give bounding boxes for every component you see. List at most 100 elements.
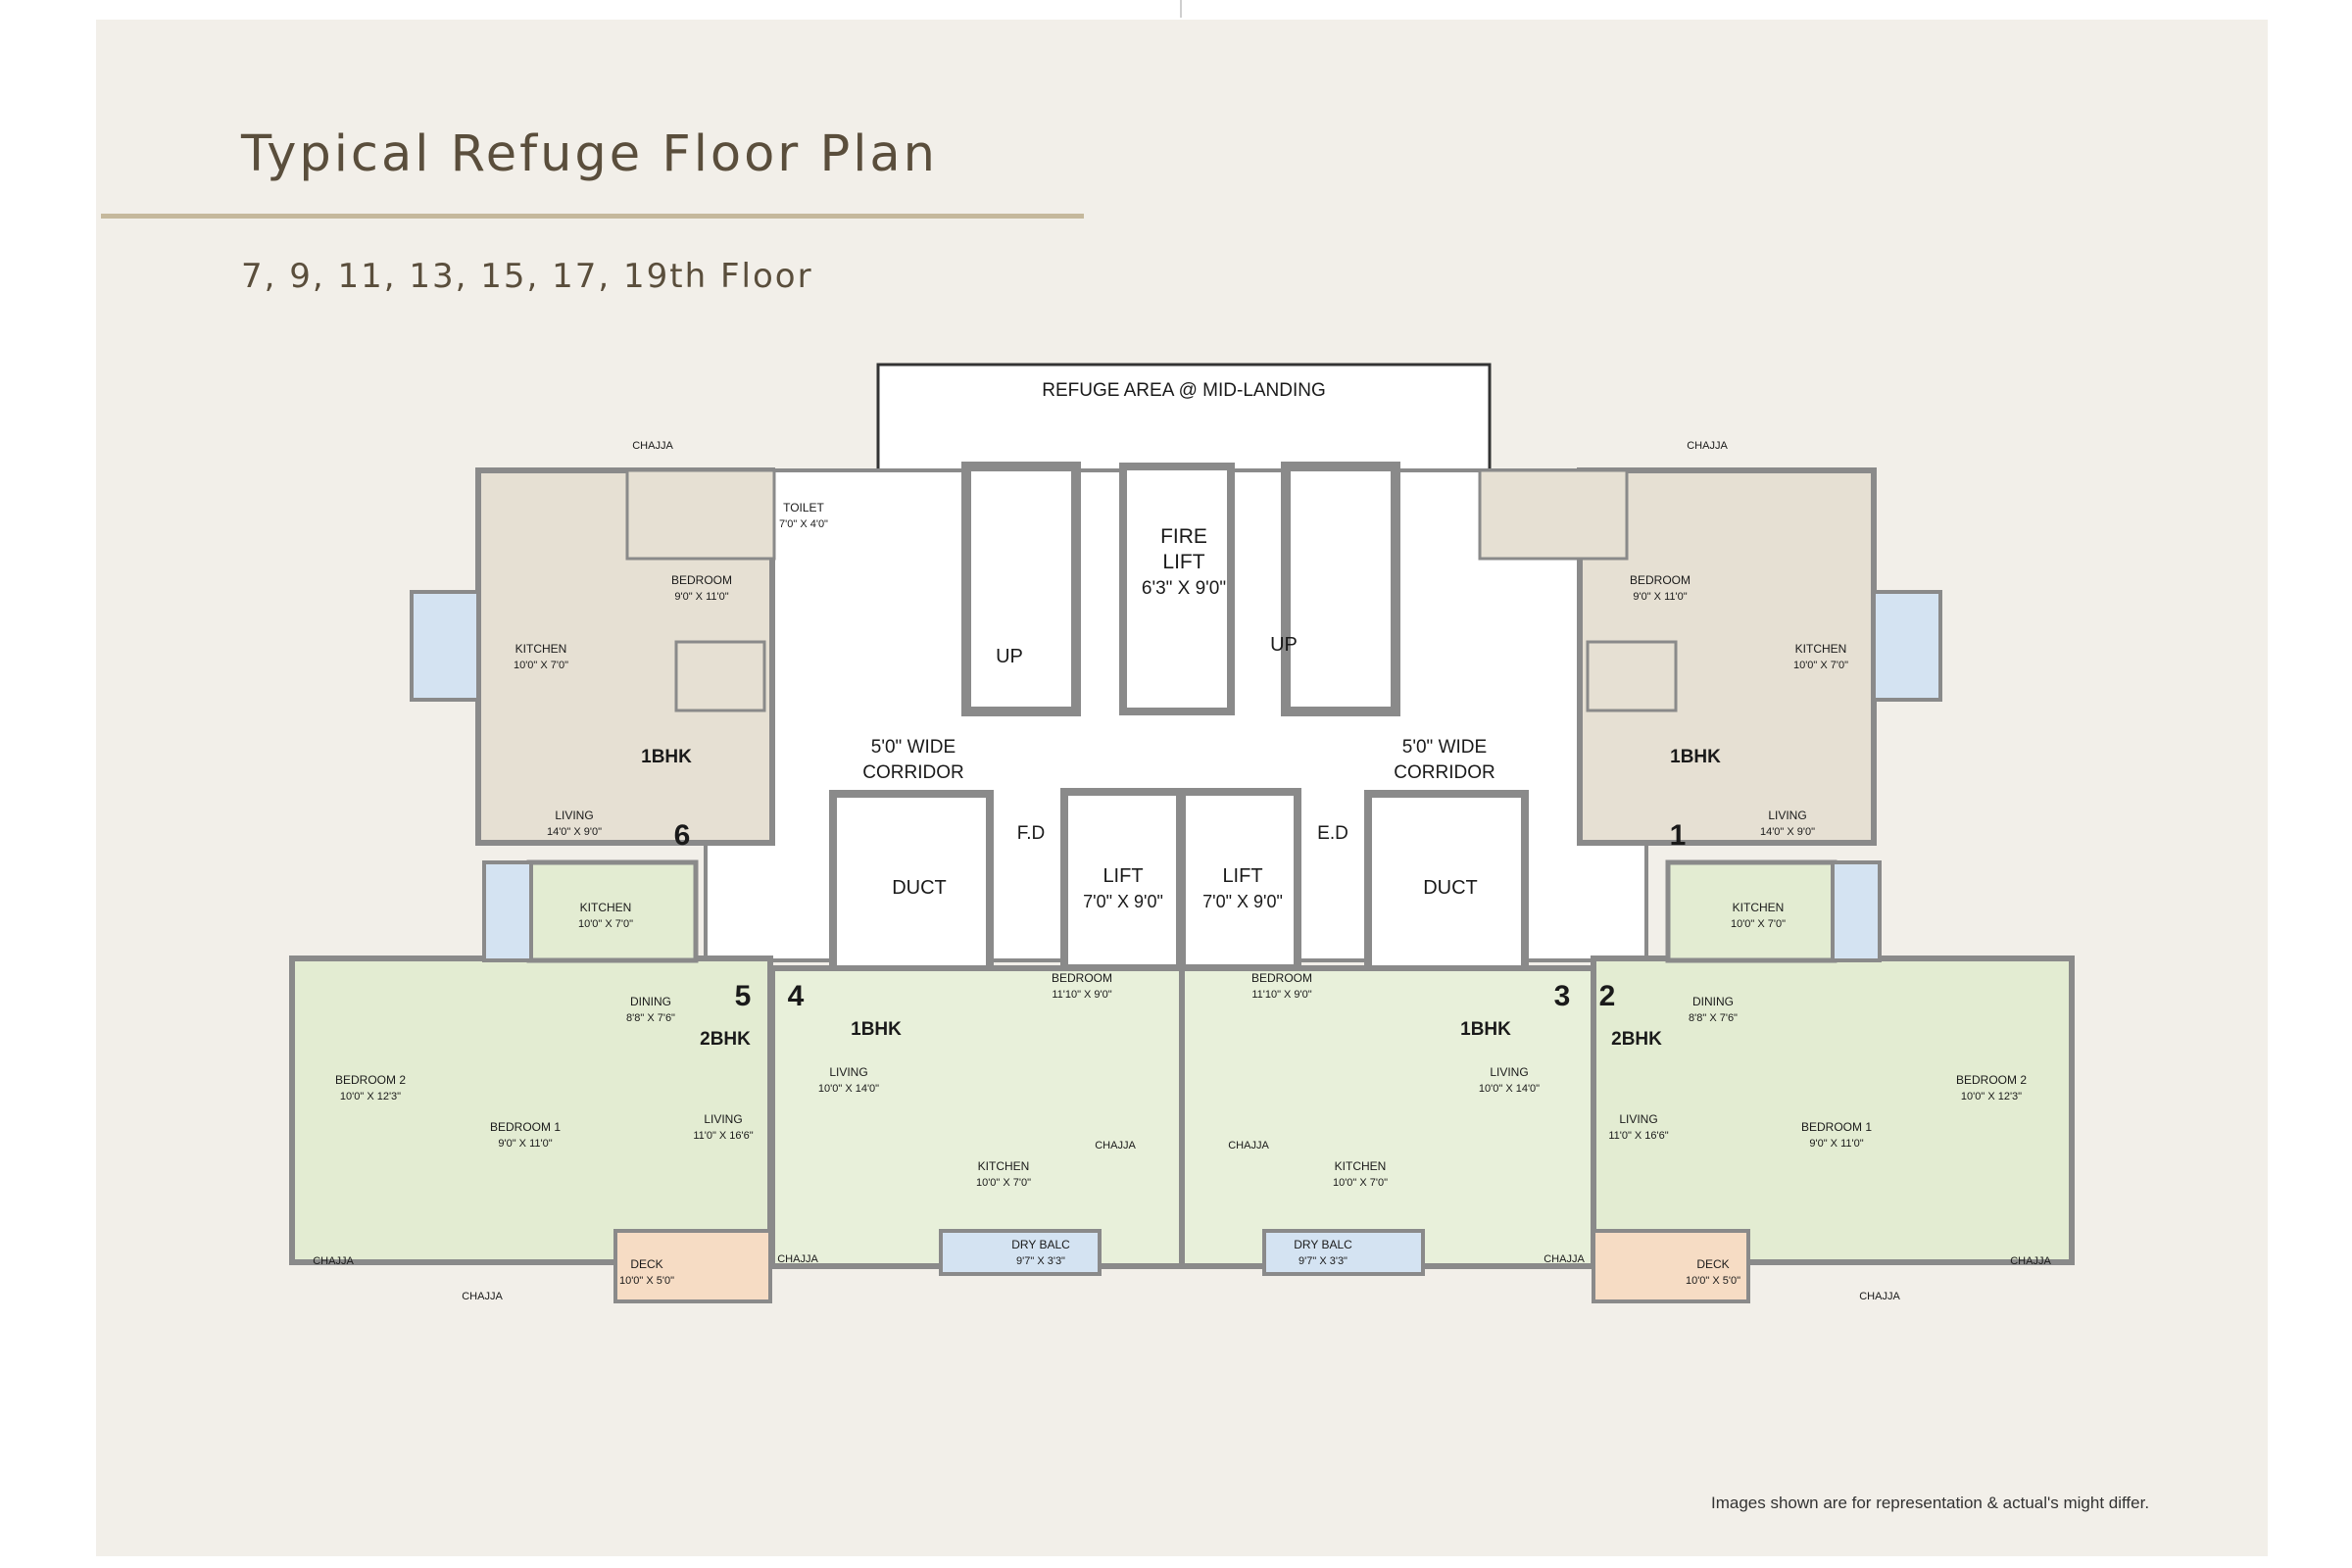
representation-disclaimer: Images shown are for representation & ac… [1711,1494,2150,1512]
room-kitchen-u1-size: 10'0" X 7'0" [1793,660,1848,671]
room-kitchen-u3-size: 10'0" X 7'0" [1333,1177,1388,1189]
unit-4-type: 1BHK [851,1019,902,1040]
room-toilet-u6-size: 7'0" X 4'0" [779,518,828,530]
room-bedroom2-u2-size: 10'0" X 12'3" [1961,1091,2022,1102]
room-living-u4-size: 10'0" X 14'0" [818,1083,879,1095]
unit-6 [410,467,776,846]
unit-1-type: 1BHK [1670,747,1721,767]
lift-right-size: 7'0" X 9'0" [1202,892,1283,911]
room-dining-u5-size: 8'8" X 7'6" [626,1012,675,1024]
fire-lift-label: FIRE [1160,525,1207,548]
unit-number-2: 2 [1599,980,1616,1012]
unit-number-5: 5 [735,980,752,1012]
room-living-u3: LIVING [1490,1065,1528,1079]
stair-up-left: UP [996,646,1023,667]
corridor-right-width: 5'0" WIDE [1402,737,1487,758]
room-kitchen-u2-size: 10'0" X 7'0" [1731,918,1786,930]
lift-right-label: LIFT [1222,865,1262,887]
unit-number-6: 6 [674,819,691,852]
page-title: Typical Refuge Floor Plan [241,125,938,183]
room-drybalc-u3-size: 9'7" X 3'3" [1298,1255,1348,1267]
room-kitchen-u4-size: 10'0" X 7'0" [976,1177,1031,1189]
room-kitchen-u2: KITCHEN [1733,901,1785,914]
room-bedroom-u6-size: 9'0" X 11'0" [674,591,728,603]
unit-2 [1591,859,2075,1303]
room-living-u5: LIVING [704,1112,742,1126]
chajja-label-bottom-left: CHAJJA [313,1255,354,1267]
room-living-u5-size: 11'0" X 16'6" [693,1130,753,1142]
room-bedroom-u3: BEDROOM [1251,971,1312,985]
room-bedroom1-u5: BEDROOM 1 [490,1120,561,1134]
corridor-left-label: CORRIDOR [862,762,963,783]
room-bedroom1-u2-size: 9'0" X 11'0" [1809,1138,1863,1150]
room-bedroom-u6: BEDROOM [671,573,732,587]
room-living-u2: LIVING [1619,1112,1657,1126]
chajja-label-bottom-right-2: CHAJJA [1859,1291,1900,1302]
plan-walls [704,363,1648,1004]
unit-number-3: 3 [1554,980,1571,1012]
unit-number-1: 1 [1670,819,1687,852]
room-toilet-u6: TOILET [783,501,824,514]
title-divider [101,214,1084,219]
room-kitchen-u1: KITCHEN [1795,642,1847,656]
unit-4 [769,965,1187,1276]
chajja-label-center-right: CHAJJA [1544,1253,1585,1265]
room-living-u6-size: 14'0" X 9'0" [547,826,602,838]
chajja-label-center-left: CHAJJA [777,1253,818,1265]
unit-1 [1478,467,1942,846]
room-drybalc-u4-size: 9'7" X 3'3" [1016,1255,1065,1267]
chajja-label-mid-left: CHAJJA [1095,1140,1136,1152]
room-dining-u2: DINING [1692,995,1734,1008]
room-bedroom-u1-size: 9'0" X 11'0" [1633,591,1687,603]
room-dining-u2-size: 8'8" X 7'6" [1689,1012,1738,1024]
duct-left-label: DUCT [892,877,947,899]
unit-5-type: 2BHK [700,1029,751,1050]
room-deck-u2: DECK [1696,1257,1729,1271]
unit-number-4: 4 [788,980,805,1012]
lift-left-size: 7'0" X 9'0" [1083,892,1163,911]
room-bedroom2-u5: BEDROOM 2 [335,1073,406,1087]
chajja-label-mid-right: CHAJJA [1228,1140,1269,1152]
center-tick-mark [1180,0,1182,18]
room-living-u3-size: 10'0" X 14'0" [1479,1083,1540,1095]
lift-left-label: LIFT [1102,865,1143,887]
room-living-u4: LIVING [829,1065,867,1079]
room-kitchen-u3: KITCHEN [1335,1159,1387,1173]
unit-6-type: 1BHK [641,747,692,767]
room-drybalc-u3: DRY BALC [1294,1238,1352,1251]
chajja-label-bottom-left-2: CHAJJA [462,1291,503,1302]
stair-up-right: UP [1270,634,1298,656]
floor-list-subtitle: 7, 9, 11, 13, 15, 17, 19th Floor [241,257,813,296]
room-kitchen-u6-size: 10'0" X 7'0" [514,660,568,671]
room-bedroom2-u2: BEDROOM 2 [1956,1073,2027,1087]
room-dining-u5: DINING [630,995,671,1008]
room-bedroom-u4-size: 11'10" X 9'0" [1052,989,1111,1001]
refuge-area-label: REFUGE AREA @ MID-LANDING [1042,380,1326,401]
unit-2-type: 2BHK [1611,1029,1662,1050]
room-living-u6: LIVING [555,808,593,822]
room-deck-u5-size: 10'0" X 5'0" [619,1275,674,1287]
room-bedroom1-u2: BEDROOM 1 [1801,1120,1872,1134]
unit-3 [1179,965,1596,1276]
corridor-left-width: 5'0" WIDE [871,737,956,758]
room-kitchen-u5-size: 10'0" X 7'0" [578,918,633,930]
chajja-label-top-left: CHAJJA [632,440,673,452]
corridor-right-label: CORRIDOR [1394,762,1494,783]
room-kitchen-u4: KITCHEN [978,1159,1030,1173]
duct-right-label: DUCT [1423,877,1478,899]
room-bedroom-u3-size: 11'10" X 9'0" [1251,989,1311,1001]
room-bedroom1-u5-size: 9'0" X 11'0" [498,1138,552,1150]
room-kitchen-u6: KITCHEN [515,642,567,656]
fire-lift-label-2: LIFT [1162,551,1204,573]
room-living-u2-size: 11'0" X 16'6" [1608,1130,1668,1142]
room-bedroom-u4: BEDROOM [1052,971,1112,985]
room-deck-u2-size: 10'0" X 5'0" [1686,1275,1740,1287]
room-bedroom2-u5-size: 10'0" X 12'3" [340,1091,401,1102]
room-kitchen-u5: KITCHEN [580,901,632,914]
ed-label: E.D [1317,823,1348,844]
room-living-u1-size: 14'0" X 9'0" [1760,826,1815,838]
chajja-label-top-right: CHAJJA [1687,440,1728,452]
room-bedroom-u1: BEDROOM [1630,573,1690,587]
fire-lift-size: 6'3" X 9'0" [1142,578,1226,599]
